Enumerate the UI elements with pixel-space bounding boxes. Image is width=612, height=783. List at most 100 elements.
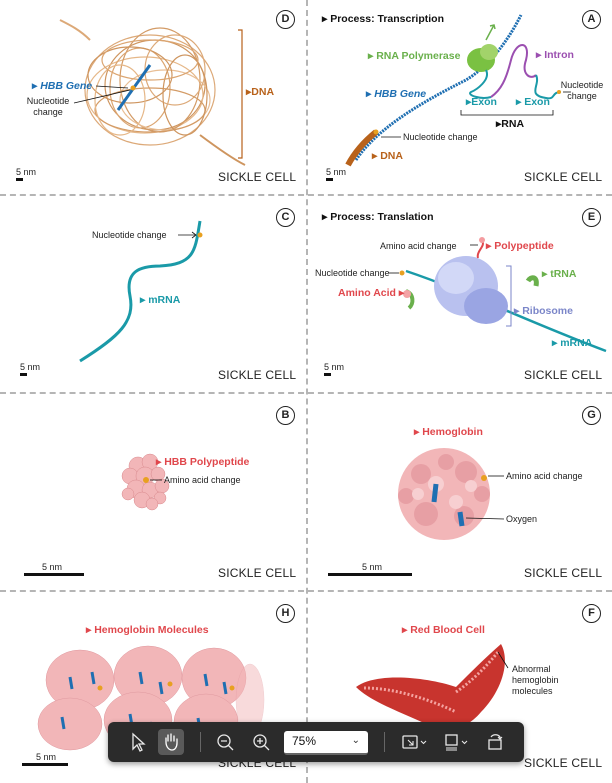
triangle-marker-icon: ▸: [366, 88, 375, 100]
triangle-marker-icon: ▸: [514, 305, 523, 317]
nucleotide-change-right-label: Nucleotide change: [560, 80, 604, 101]
panel-a: A ▸ Process: Transcription ▸ RNA Polymer…: [306, 0, 612, 194]
scale-bar: [16, 178, 23, 181]
panel-f-letter: F: [582, 604, 601, 623]
dna-coil-illustration: [59, 19, 246, 166]
page-view-icon[interactable]: [440, 729, 472, 755]
triangle-marker-icon: ▸: [246, 86, 252, 98]
panel-e-letter: E: [582, 208, 601, 227]
panel-b-letter: B: [276, 406, 295, 425]
dna-label: ▸DNA: [246, 86, 275, 98]
sickle-cell-label: SICKLE CELL: [524, 368, 603, 382]
scale-label: 5 nm: [326, 167, 347, 177]
hemoglobin-molecules-illustration: [37, 645, 265, 751]
scale-bar: [326, 178, 333, 181]
rna-label: ▸RNA: [496, 118, 525, 130]
amino-acid-change-label: Amino acid change: [164, 475, 241, 485]
sickle-cell-label: SICKLE CELL: [524, 566, 603, 580]
transcription-illustration: [345, 14, 571, 167]
mrna-label: ▸ mRNA: [552, 337, 593, 349]
trna-label: ▸ tRNA: [542, 268, 577, 280]
sickle-cell-label: SICKLE CELL: [218, 368, 297, 382]
scale-label: 5 nm: [36, 752, 57, 762]
scale-label: 5 nm: [42, 562, 63, 572]
process-transcription-title: ▸ Process: Transcription: [322, 13, 444, 25]
abnormal-hemoglobin-label: Abnormal hemoglobin molecules: [512, 664, 559, 696]
triangle-marker-icon: ▸: [368, 50, 377, 62]
triangle-marker-icon: ▸: [32, 80, 41, 92]
sickle-cell-label: SICKLE CELL: [218, 170, 297, 184]
scale-bar: [324, 373, 331, 376]
triangle-marker-icon: ▸: [402, 624, 411, 636]
toolbar-separator: [200, 732, 201, 752]
panel-f: F ▸ Red Blood Cell Abnormal hemoglobin m…: [306, 592, 612, 783]
nucleotide-change-label: Nucleotide change: [92, 230, 167, 240]
amino-acid-change-label: Amino acid change: [506, 471, 583, 481]
nucleotide-change-label: Nucleotide change: [26, 96, 70, 117]
amino-acid-label: Amino Acid ▸: [338, 287, 405, 299]
hemoglobin-illustration: [398, 448, 505, 540]
panel-h-letter: H: [276, 604, 295, 623]
panel-d-letter: D: [276, 10, 295, 29]
translation-illustration: [388, 237, 607, 353]
polypeptide-illustration: [121, 453, 170, 511]
hbb-gene-label: ▸ HBB Gene: [366, 88, 427, 100]
sickle-cell-label: SICKLE CELL: [524, 756, 603, 770]
scale-bar: [22, 763, 68, 766]
dna-label: ▸ DNA: [372, 150, 403, 162]
triangle-marker-icon: ▸: [496, 118, 502, 130]
triangle-marker-icon: ▸: [156, 456, 165, 468]
panel-e: E ▸ Process: Translation Amino acid chan…: [306, 196, 612, 392]
select-arrow-icon[interactable]: [124, 729, 150, 755]
triangle-marker-icon: ▸: [86, 624, 95, 636]
zoom-value: 75%: [292, 734, 317, 748]
hand-pan-icon[interactable]: [158, 729, 184, 755]
triangle-marker-icon: ▸: [372, 150, 381, 162]
sickle-cell-label: SICKLE CELL: [524, 170, 603, 184]
nucleotide-change-label: Nucleotide change: [315, 268, 390, 278]
exon-label-1: ▸Exon: [466, 96, 497, 108]
fit-page-icon[interactable]: [398, 729, 430, 755]
scale-bar: [24, 573, 84, 576]
ribosome-label: ▸ Ribosome: [514, 305, 573, 317]
triangle-marker-icon: ▸: [322, 13, 331, 25]
triangle-marker-icon: ▸: [516, 96, 525, 108]
triangle-marker-icon: ▸: [414, 426, 423, 438]
scale-label: 5 nm: [16, 167, 37, 177]
hemoglobin-molecules-label: ▸ Hemoglobin Molecules: [86, 624, 209, 636]
process-translation-title: ▸ Process: Translation: [322, 211, 434, 223]
triangle-marker-icon: ▸: [140, 294, 149, 306]
panel-b: B ▸ HBB Polypeptide Amino acid change 5 …: [0, 394, 306, 590]
panel-g-letter: G: [582, 406, 601, 425]
panel-d: D ▸ HBB Gene Nucleotide change ▸DNA 5 nm…: [0, 0, 306, 194]
scale-bar: [328, 573, 412, 576]
polypeptide-label: ▸ Polypeptide: [486, 240, 554, 252]
amino-acid-change-label: Amino acid change: [380, 241, 457, 251]
exon-label-2: ▸ Exon: [516, 96, 550, 108]
panel-c: C Nucleotide change ▸ mRNA 5 nm SICKLE C…: [0, 196, 306, 392]
sickle-cell-label: SICKLE CELL: [218, 566, 297, 580]
triangle-marker-icon: ▸: [542, 268, 551, 280]
rotate-icon[interactable]: [482, 729, 508, 755]
mrna-strand-illustration: [79, 220, 203, 363]
chevron-down-icon: ⌄: [351, 735, 360, 746]
zoom-out-icon[interactable]: [212, 729, 238, 755]
zoom-select[interactable]: 75% ⌄: [284, 731, 368, 755]
mrna-label: ▸ mRNA: [140, 294, 181, 306]
triangle-marker-icon: ▸: [466, 96, 472, 108]
viewer-toolbar: 75% ⌄: [108, 722, 524, 762]
rna-polymerase-label: ▸ RNA Polymerase: [368, 50, 461, 62]
red-blood-cell-illustration: [356, 644, 509, 730]
triangle-marker-icon: ▸: [322, 211, 331, 223]
vertical-divider: [306, 0, 308, 783]
scale-bar: [20, 373, 27, 376]
red-blood-cell-label: ▸ Red Blood Cell: [402, 624, 485, 636]
scale-label: 5 nm: [20, 362, 41, 372]
hbb-gene-label: ▸ HBB Gene: [32, 80, 93, 92]
horizontal-divider-1: [0, 194, 612, 196]
panel-c-letter: C: [276, 208, 295, 227]
zoom-in-icon[interactable]: [248, 729, 274, 755]
triangle-marker-icon: ▸: [486, 240, 495, 252]
nucleotide-change-label: Nucleotide change: [403, 132, 478, 142]
horizontal-divider-2: [0, 392, 612, 394]
